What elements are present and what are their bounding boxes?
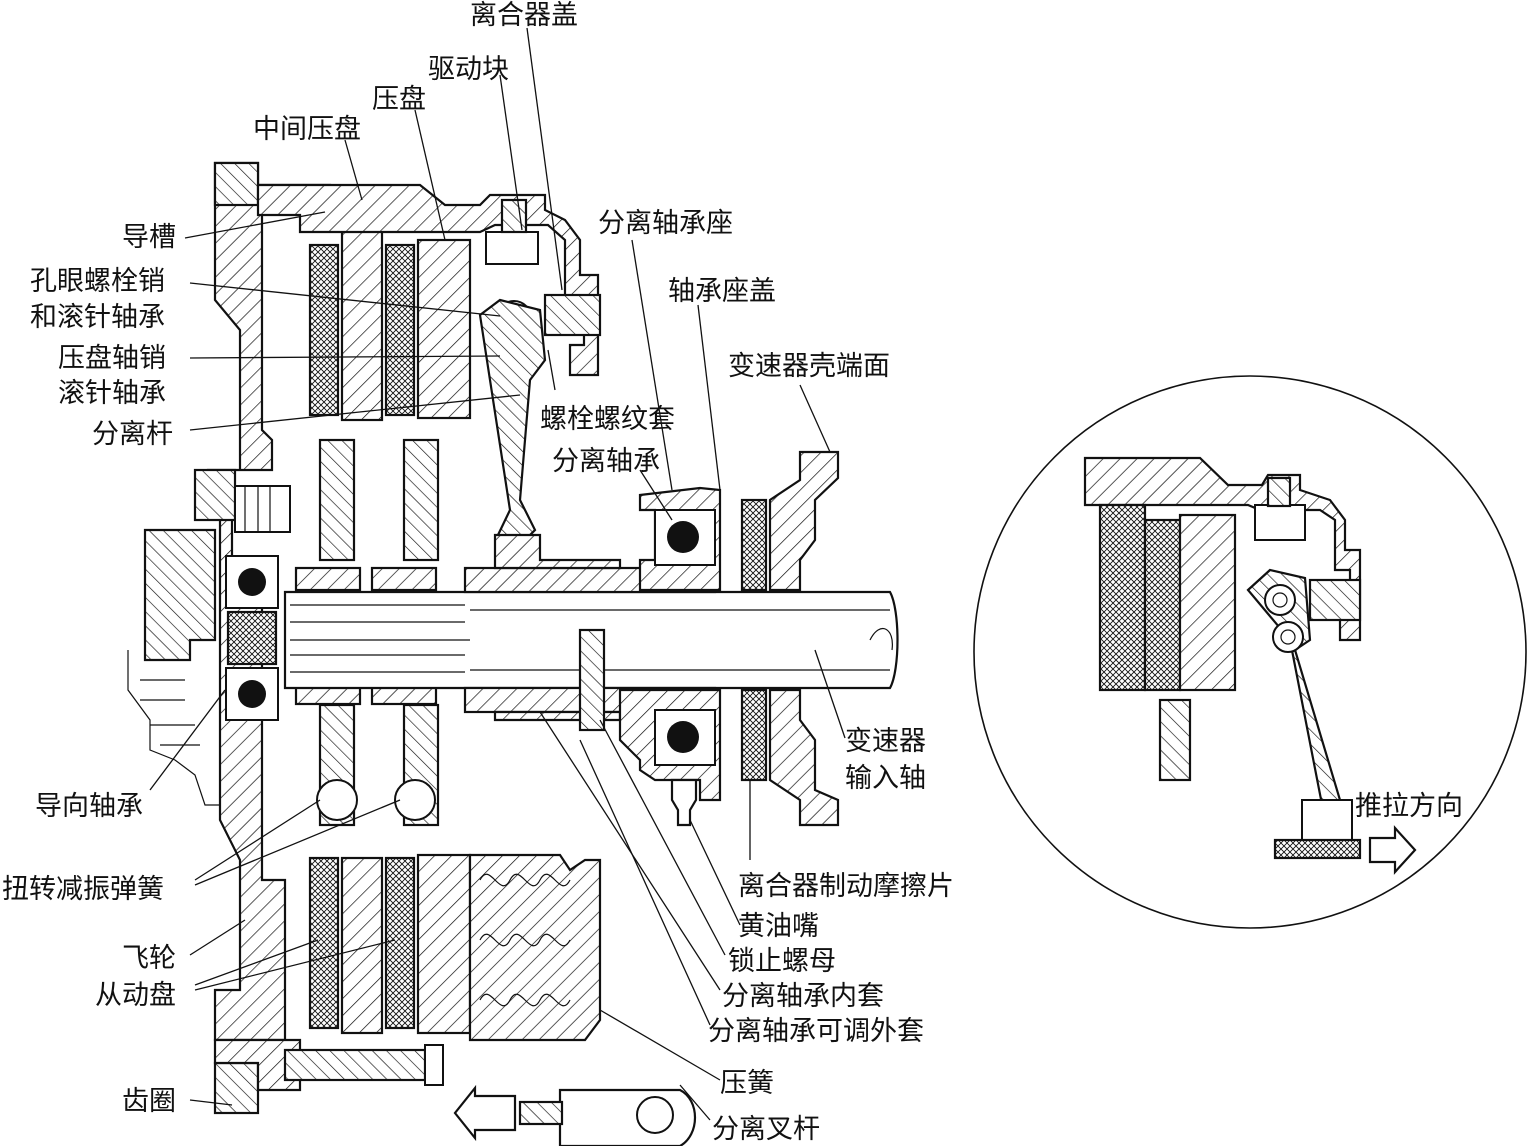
label-intermediate-plate: 中间压盘 — [253, 114, 361, 145]
label-flywheel: 飞轮 — [122, 943, 176, 974]
pilot-bearing-ball-top — [238, 568, 266, 596]
release-fork — [558, 1088, 696, 1146]
label-input-shaft-2: 输入轴 — [845, 763, 926, 794]
label-driven-disc: 从动盘 — [95, 980, 176, 1011]
ring-gear-bottom — [213, 1061, 260, 1115]
gearbox-housing-face — [768, 450, 840, 592]
label-plate-pin-1: 压盘轴销 — [58, 343, 166, 374]
label-pressure-spring: 压簧 — [720, 1068, 774, 1099]
label-lock-nut: 锁止螺母 — [728, 946, 836, 977]
label-brake-pad: 离合器制动摩擦片 — [738, 871, 954, 902]
release-bearing-ball-bottom — [667, 721, 699, 753]
push-pull-arrow — [1368, 825, 1417, 875]
lock-nut — [578, 628, 606, 732]
drive-block — [485, 231, 539, 265]
detail-circle — [973, 375, 1527, 929]
label-inner-sleeve: 分离轴承内套 — [722, 981, 884, 1012]
crankshaft-flange — [143, 528, 217, 662]
main-section — [127, 161, 899, 1146]
label-pilot-bearing: 导向轴承 — [35, 791, 143, 822]
label-bolt-thread-sleeve: 螺栓螺纹套 — [540, 404, 675, 435]
fork-push-arrow — [453, 1084, 517, 1142]
label-gearbox-face: 变速器壳端面 — [728, 351, 890, 382]
detail-inset — [973, 375, 1527, 929]
brake-friction-pad-top — [740, 498, 768, 592]
label-eyebolt-pin-2: 和滚针轴承 — [30, 302, 165, 333]
label-drive-block: 驱动块 — [428, 54, 509, 85]
label-push-pull-direction: 推拉方向 — [1355, 791, 1463, 822]
label-eyebolt-pin-1: 孔眼螺栓销 — [30, 266, 165, 297]
label-release-lever: 分离杆 — [92, 419, 173, 450]
label-plate-pin-2: 滚针轴承 — [58, 378, 166, 409]
release-bearing-ball-top — [667, 521, 699, 553]
pilot-bearing-ball-bottom — [238, 680, 266, 708]
label-release-bearing: 分离轴承 — [552, 446, 660, 477]
label-guide-groove: 导槽 — [122, 222, 176, 253]
release-lever — [478, 298, 547, 557]
clutch-cover — [256, 183, 600, 377]
label-bearing-seat-cover: 轴承座盖 — [668, 276, 776, 307]
labels: 离合器盖 驱动块 压盘 中间压盘 导槽 孔眼螺栓销 和滚针轴承 压盘轴销 滚针轴… — [2, 0, 1463, 1145]
label-adjustable-outer-sleeve: 分离轴承可调外套 — [708, 1016, 924, 1047]
label-release-fork: 分离叉杆 — [712, 1114, 820, 1145]
pressure-plate-top — [416, 238, 472, 420]
intermediate-plate-bottom — [340, 856, 384, 1035]
pressure-plate-bottom — [416, 853, 472, 1035]
torsion-spring-left — [316, 779, 358, 821]
label-ring-gear: 齿圈 — [122, 1086, 176, 1117]
pressure-spring-coils — [479, 873, 571, 1007]
label-grease-nipple: 黄油嘴 — [738, 911, 819, 942]
leader-lines — [149, 27, 846, 1121]
ring-gear-top — [213, 161, 260, 207]
pressure-spring-housing — [468, 853, 602, 1042]
label-cover: 离合器盖 — [470, 0, 578, 31]
label-torsion-spring: 扭转减振弹簧 — [2, 874, 164, 905]
label-input-shaft-1: 变速器 — [845, 726, 926, 757]
label-pressure-plate: 压盘 — [372, 84, 426, 115]
label-release-bearing-seat: 分离轴承座 — [598, 208, 733, 239]
torsion-spring-right — [394, 779, 436, 821]
grease-nipple — [670, 778, 698, 827]
